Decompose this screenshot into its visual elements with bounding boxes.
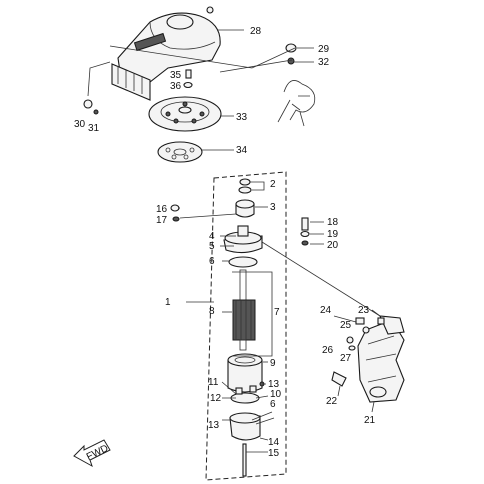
bolt-16 xyxy=(170,204,237,222)
fwd-label: FWD xyxy=(85,443,110,463)
callout-numbers: 1 2 3 4 5 6 7 8 9 10 11 12 13 14 15 16 1… xyxy=(74,26,376,459)
callout-5: 5 xyxy=(209,241,215,252)
spring-lines xyxy=(232,271,273,357)
callout-35: 35 xyxy=(170,70,182,81)
callout-22: 22 xyxy=(326,396,338,407)
pinion xyxy=(235,199,255,218)
callout-6-lower: 6 xyxy=(270,399,276,410)
bolt-18 xyxy=(300,217,310,246)
callout-36: 36 xyxy=(170,81,182,92)
callout-7: 7 xyxy=(274,307,280,318)
callout-4: 4 xyxy=(209,231,215,242)
flywheel xyxy=(148,96,222,132)
clip-22 xyxy=(331,371,347,387)
flywheel-cover xyxy=(111,6,221,101)
relay-bracket xyxy=(357,315,405,403)
callout-20: 20 xyxy=(327,240,339,251)
callout-31: 31 xyxy=(88,123,100,134)
callout-21: 21 xyxy=(364,415,376,426)
brush-holder xyxy=(230,381,265,404)
callout-3: 3 xyxy=(270,202,276,213)
callout-25: 25 xyxy=(340,320,352,331)
callout-14: 14 xyxy=(268,437,280,448)
lower-bracket xyxy=(229,411,275,441)
callout-13-right: 13 xyxy=(268,379,280,390)
callout-23: 23 xyxy=(358,305,370,316)
callout-19: 19 xyxy=(327,229,339,240)
callout-28: 28 xyxy=(250,26,262,37)
bolt-24 xyxy=(333,315,385,325)
callout-2: 2 xyxy=(270,179,276,190)
through-bolt xyxy=(242,443,247,477)
callout-6: 6 xyxy=(209,256,215,267)
callout-8: 8 xyxy=(209,306,215,317)
callout-27: 27 xyxy=(340,353,352,364)
callout-12: 12 xyxy=(210,393,222,404)
callout-30: 30 xyxy=(74,119,86,130)
leader-lines xyxy=(178,29,381,453)
callout-26: 26 xyxy=(322,345,334,356)
bolt-35 xyxy=(183,69,193,89)
callout-10: 10 xyxy=(270,389,282,400)
collar-upper xyxy=(228,256,258,268)
callout-15: 15 xyxy=(268,448,280,459)
callout-33: 33 xyxy=(236,112,248,123)
mount-bracket xyxy=(277,80,316,127)
callout-13: 13 xyxy=(208,420,220,431)
callout-11: 11 xyxy=(208,377,219,388)
pinion-stop xyxy=(238,178,252,194)
fwd-arrow: FWD xyxy=(73,439,111,468)
callout-29: 29 xyxy=(318,44,330,55)
bolt-26 xyxy=(346,336,356,351)
callout-34: 34 xyxy=(236,145,248,156)
upper-bracket xyxy=(223,225,263,254)
callout-16: 16 xyxy=(156,204,168,215)
flywheel-plate xyxy=(157,141,203,163)
callout-18: 18 xyxy=(327,217,339,228)
armature xyxy=(232,269,256,351)
callout-17: 17 xyxy=(156,215,168,226)
callout-32: 32 xyxy=(318,57,330,68)
callout-24: 24 xyxy=(320,305,332,316)
nut-30 xyxy=(83,61,111,115)
yoke xyxy=(227,353,263,393)
washer-25 xyxy=(362,326,370,334)
callout-1: 1 xyxy=(165,297,171,308)
callout-9: 9 xyxy=(270,358,276,369)
